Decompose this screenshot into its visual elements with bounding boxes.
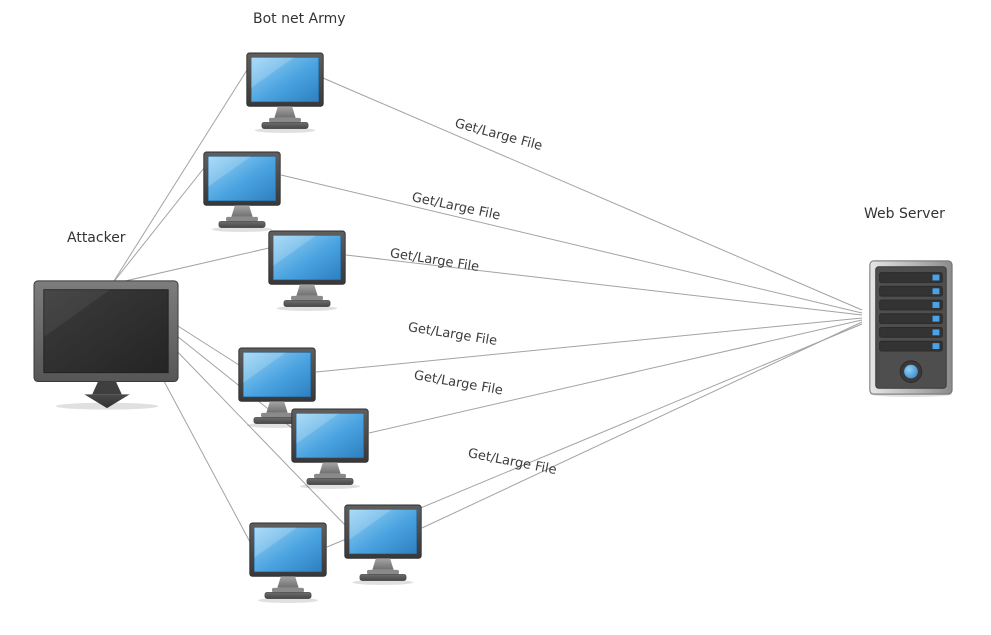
web-server-icon	[861, 256, 959, 398]
bot-computer-icon-3	[267, 230, 347, 312]
bot-computer-icon-5	[290, 408, 370, 490]
bot-computer-icon-2	[202, 151, 282, 233]
botnet-army-label: Bot net Army	[253, 11, 346, 27]
web-server-label: Web Server	[864, 206, 945, 222]
attacker-computer-icon	[33, 279, 181, 411]
bot-computer-icon-7	[343, 504, 423, 586]
bot-computer-icon-6	[248, 522, 328, 604]
bot-computer-icon-1	[245, 52, 325, 134]
attacker-label: Attacker	[67, 230, 126, 246]
